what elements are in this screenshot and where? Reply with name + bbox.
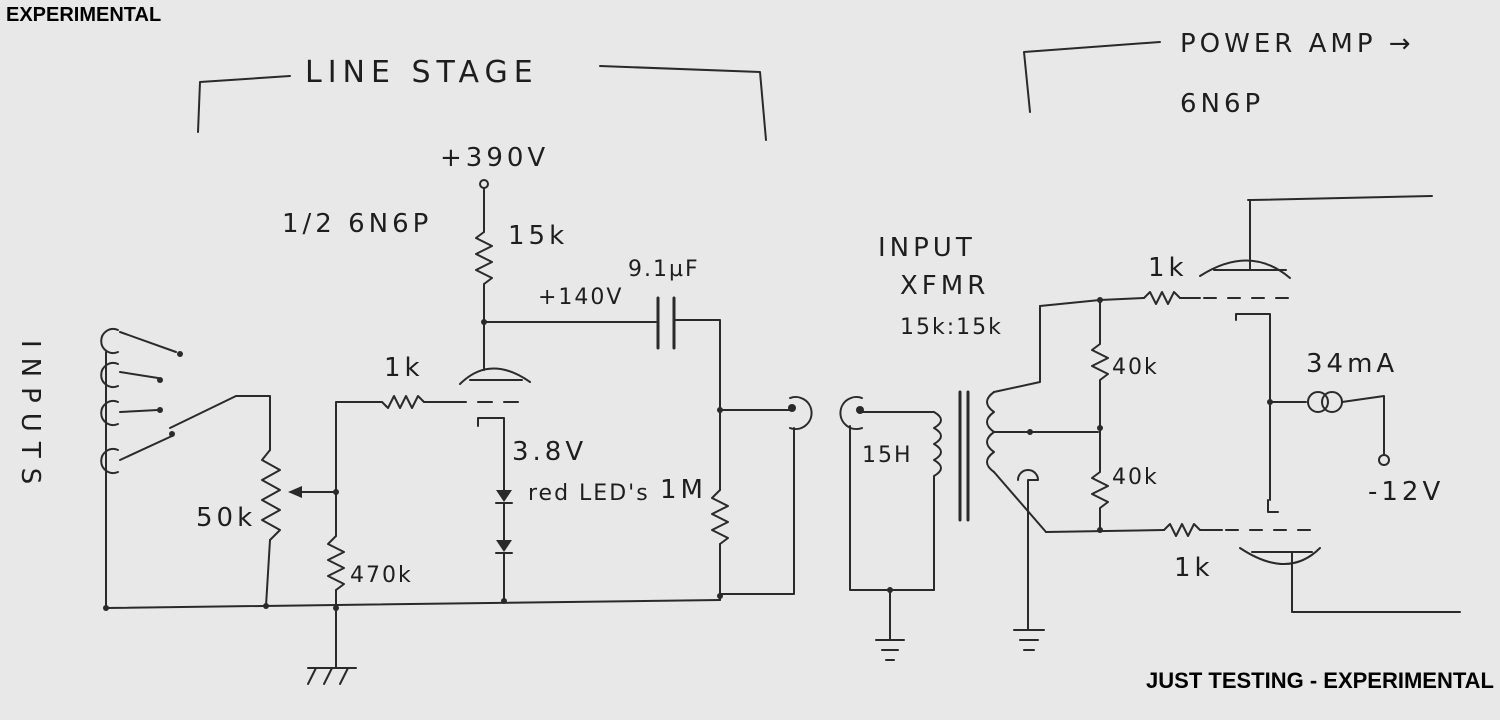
power-amp-circuit: INPUT XFMR 15k:15k 15H bbox=[839, 195, 1461, 661]
bias-resistor-bottom bbox=[1091, 431, 1109, 533]
plate-resistor-label: 15k bbox=[508, 221, 568, 251]
input-resistor-label: 470k bbox=[350, 563, 413, 588]
power-tube-top bbox=[1199, 195, 1433, 501]
power-amp-title: POWER AMP → bbox=[1180, 29, 1415, 59]
supply-voltage-label: +390V bbox=[440, 143, 549, 173]
line-stage-circuit: 1/2 6N6P +390V 15k +140V 9.1µF 1M bbox=[15, 143, 813, 685]
line-stage-title: LINE STAGE bbox=[305, 55, 539, 90]
line-triode bbox=[451, 367, 531, 437]
ground-1 bbox=[875, 639, 905, 661]
grid-stopper-bottom bbox=[1163, 523, 1223, 537]
coupling-cap-label: 9.1µF bbox=[628, 257, 700, 282]
bias-voltage-label: 3.8V bbox=[512, 437, 587, 467]
choke-label: 15H bbox=[862, 443, 913, 468]
power-tube-bottom bbox=[1225, 499, 1461, 613]
experimental-banner: EXPERIMENTAL bbox=[6, 4, 162, 26]
just-testing-banner: JUST TESTING - EXPERIMENTAL bbox=[1146, 668, 1494, 693]
volume-pot-label: 50k bbox=[196, 503, 256, 533]
bias-resistor-top-label: 40k bbox=[1112, 355, 1159, 380]
led-2 bbox=[495, 540, 513, 554]
inputs-label: INPUTS bbox=[15, 340, 45, 494]
line-tube-label: 1/2 6N6P bbox=[282, 209, 432, 239]
bias-resistor-bottom-label: 40k bbox=[1112, 465, 1159, 490]
output-resistor bbox=[711, 489, 729, 545]
grid-stopper-top-label: 1k bbox=[1148, 253, 1188, 283]
ground-2 bbox=[1013, 629, 1045, 651]
xfmr-primary bbox=[933, 411, 942, 591]
grid-stopper-bottom-label: 1k bbox=[1174, 553, 1214, 583]
grid-stopper-top bbox=[1143, 291, 1201, 305]
ccs-circle-1 bbox=[1307, 391, 1329, 413]
volume-pot bbox=[261, 449, 281, 541]
neg-supply-label: -12V bbox=[1368, 477, 1444, 507]
plate-voltage-label: +140V bbox=[538, 285, 623, 310]
neg-supply-terminal bbox=[1378, 454, 1390, 466]
plate-resistor bbox=[475, 231, 493, 285]
ccs-circle-2 bbox=[1321, 391, 1343, 413]
coupling-capacitor bbox=[656, 296, 676, 350]
xfmr-label-1: INPUT bbox=[878, 233, 976, 263]
led-label: red LED's bbox=[528, 481, 650, 506]
line-stage-header: LINE STAGE bbox=[197, 55, 767, 141]
xfmr-label-2: XFMR bbox=[900, 271, 989, 301]
chassis-ground bbox=[307, 667, 357, 685]
power-amp-header: POWER AMP → 6N6P bbox=[1023, 29, 1415, 119]
input-resistor bbox=[327, 535, 345, 591]
ccs-current-label: 34mA bbox=[1306, 349, 1398, 379]
input-selector bbox=[100, 328, 183, 609]
bias-resistor-top bbox=[1091, 299, 1109, 433]
led-1 bbox=[495, 490, 513, 504]
output-jack bbox=[789, 396, 813, 430]
grid-resistor bbox=[381, 395, 425, 409]
output-resistor-label: 1M bbox=[660, 475, 707, 505]
xfmr-ratio-label: 15k:15k bbox=[900, 315, 1003, 340]
amp-input-jack bbox=[839, 396, 863, 430]
power-tube-label: 6N6P bbox=[1180, 89, 1264, 119]
grid-resistor-label: 1k bbox=[384, 353, 424, 383]
xfmr-secondary bbox=[986, 391, 995, 473]
supply-terminal bbox=[479, 179, 489, 189]
